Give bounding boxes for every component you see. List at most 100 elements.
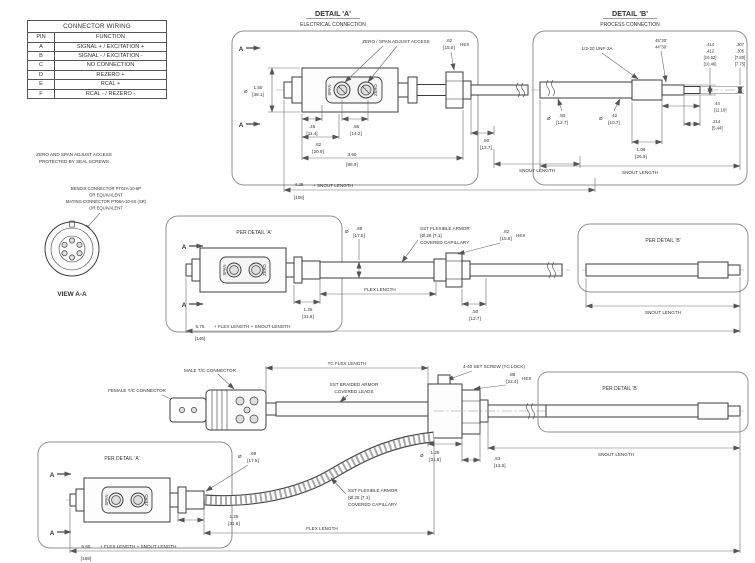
detail-b-title: DETAIL 'B' bbox=[612, 9, 648, 18]
ferrule bbox=[185, 490, 205, 510]
dim-125-mm: [31.8] bbox=[302, 314, 314, 319]
armor-callout-2: (Ø.28 [7.1] bbox=[348, 495, 370, 500]
dia-symbol: Ø bbox=[238, 454, 242, 459]
flexible-capillary bbox=[204, 431, 435, 507]
dim-body-dia: 1.50 bbox=[254, 85, 263, 90]
connector-mount bbox=[75, 488, 85, 512]
dim-b50-mm: [12.7] bbox=[556, 120, 568, 125]
dim-m50: .50 bbox=[472, 309, 479, 314]
dim-106-mm: [26.9] bbox=[635, 154, 647, 159]
dim-head-dia-mm: [31.8] bbox=[429, 457, 441, 462]
pin-e bbox=[61, 250, 68, 257]
dia-symbol: Ø bbox=[547, 116, 551, 121]
dim-53-mm: [13.5] bbox=[494, 463, 506, 468]
per-detail-b-label: PER DETAIL 'B' bbox=[645, 238, 680, 244]
detail-b-dimensions: .414 .412 [10.52] [10.46] .307 .305 [7.8… bbox=[539, 42, 745, 175]
tc-connectors bbox=[169, 389, 277, 431]
dim-350-mm: [88.9] bbox=[346, 162, 358, 167]
dim-69: .69 bbox=[356, 226, 363, 231]
flange bbox=[177, 486, 187, 514]
detail-a-section: DETAIL 'A' ELECTRICAL CONNECTION A A bbox=[231, 9, 596, 200]
bendix-line1: BENDIX CONNECTOR PT02A-10-6P bbox=[71, 186, 141, 191]
tip bbox=[727, 264, 741, 276]
zero-span-callout: ZERO / SPAN ADJUST ACCESS bbox=[344, 39, 430, 83]
dim-50-mm: [12.7] bbox=[480, 145, 492, 150]
flex-length-label: FLEX LENGTH bbox=[306, 526, 337, 531]
section-letter: A bbox=[50, 472, 55, 479]
dim-44: .44 bbox=[714, 101, 720, 106]
section-letter: A bbox=[239, 46, 244, 53]
connector-mount bbox=[191, 258, 201, 282]
hex-nut bbox=[445, 71, 464, 109]
snout-tube-b bbox=[585, 263, 699, 277]
dim-total-mm: [108] bbox=[294, 195, 304, 200]
dim-total-mm: [146] bbox=[195, 336, 205, 341]
section-a-arrows: A A bbox=[182, 243, 204, 309]
dim-214-mm: [5.44] bbox=[712, 126, 722, 131]
bendix-line4: OR EQUIVALENT bbox=[89, 206, 123, 211]
dim-45: .45 bbox=[309, 124, 316, 129]
function-cell: SIGNAL - / EXCITATION - bbox=[54, 50, 167, 62]
dim-50: .50 bbox=[483, 138, 490, 143]
hex-label: HEX bbox=[516, 233, 525, 238]
pin-cell: D bbox=[27, 69, 55, 81]
connector-stub bbox=[185, 263, 193, 277]
collar bbox=[462, 80, 472, 100]
dim-body-dia-mm: [38.1] bbox=[252, 92, 264, 97]
bottom-assembly-section: MALE T/C CONNECTOR FEMALE T/C CONNECTOR bbox=[37, 361, 749, 561]
per-detail-b-boundary bbox=[577, 223, 749, 293]
pin-d bbox=[69, 254, 75, 261]
zero-label: ZERO bbox=[144, 493, 149, 505]
per-detail-b-label: PER DETAIL 'B' bbox=[602, 386, 637, 392]
collar bbox=[461, 260, 471, 280]
dim-total-suffix: + FLEX LENGTH + SNOUT LENGTH bbox=[214, 324, 291, 329]
break-symbol bbox=[547, 261, 551, 279]
dim-414: .414 bbox=[706, 42, 715, 47]
set-screw-label: 4-40 SET SCREW (TC LOCK) bbox=[463, 364, 525, 369]
seal-note-line2: PROTECTED BY SEAL SCREWS bbox=[39, 159, 109, 164]
detail-a-title: DETAIL 'A' bbox=[315, 9, 351, 18]
tip-step2 bbox=[683, 86, 701, 94]
neck bbox=[285, 262, 295, 278]
snout-length-label: SNOUT LENGTH bbox=[519, 168, 555, 173]
dim-305-mm: [7.75] bbox=[735, 62, 745, 67]
function-cell: RCAL - / REZERO - bbox=[54, 88, 167, 100]
span-label: SPAN bbox=[222, 264, 227, 275]
thread-section bbox=[631, 79, 663, 101]
female-tc-label: FEMALE T/C CONNECTOR bbox=[108, 388, 166, 393]
dim-b50: .50 bbox=[559, 113, 566, 118]
dim-82-mm: [20.9] bbox=[312, 149, 324, 154]
zero-label: ZERO bbox=[373, 83, 378, 95]
dim-69-mm: [17.5] bbox=[247, 458, 259, 463]
bendix-line3: MATING CONNECTOR PT06A-10-6S (SR) bbox=[66, 199, 147, 204]
detail-b-subtitle: PROCESS CONNECTION bbox=[600, 22, 660, 28]
section-a-arrows: A A bbox=[50, 471, 72, 537]
dia-symbol: Ø bbox=[345, 229, 349, 234]
dim-total: 4.25 bbox=[295, 182, 304, 187]
dim-307-mm: [7.80] bbox=[735, 55, 745, 60]
connector-stub bbox=[283, 81, 293, 99]
dim-head-dia: 1.25 bbox=[431, 450, 440, 455]
pin-header: PIN bbox=[27, 32, 55, 43]
dim-305: .305 bbox=[736, 49, 745, 54]
dim-hex-mm: [22.4] bbox=[506, 379, 518, 384]
snout-tube-b bbox=[545, 404, 699, 418]
detail-a-boundary bbox=[231, 30, 479, 186]
braided-leads bbox=[275, 401, 429, 417]
dim-hex-mm: [15.8] bbox=[443, 45, 455, 50]
neck bbox=[169, 492, 179, 508]
table-header-row: PIN FUNCTION bbox=[27, 32, 167, 43]
span-label: SPAN bbox=[327, 84, 332, 95]
dim-412-mm: [10.46] bbox=[704, 62, 717, 67]
angle-1: 45°30' bbox=[655, 38, 667, 43]
zero-label: ZERO bbox=[262, 263, 267, 275]
section-letter: A bbox=[239, 122, 244, 129]
ferrule bbox=[301, 260, 321, 280]
snout-length-label: SNOUT LENGTH bbox=[622, 170, 658, 175]
dim-hex: .62 bbox=[503, 229, 510, 234]
dim-125: 1.25 bbox=[230, 514, 239, 519]
pin-cell: F bbox=[27, 88, 55, 100]
